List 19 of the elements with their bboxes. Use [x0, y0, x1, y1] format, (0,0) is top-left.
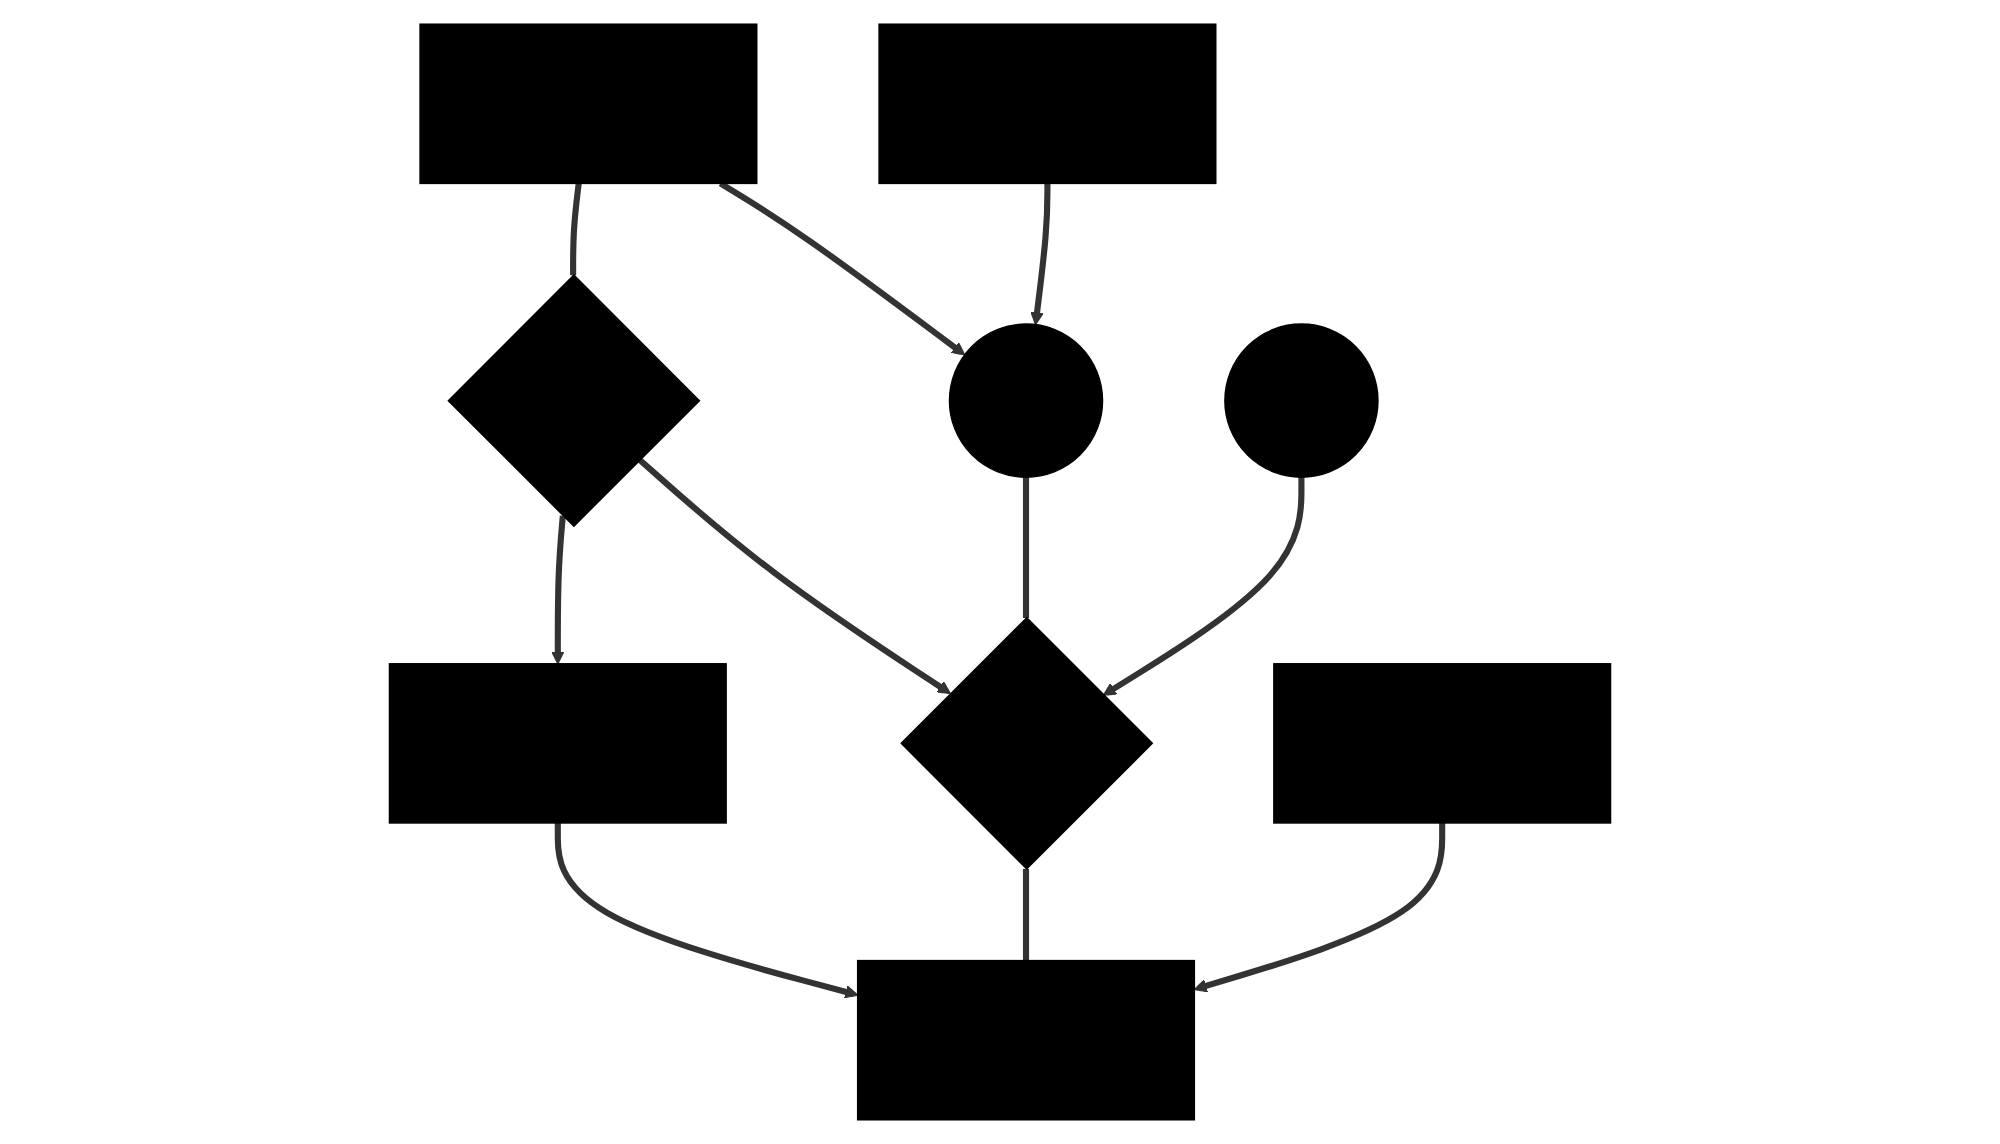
connector [1022, 868, 1030, 961]
connector [570, 183, 582, 276]
arrow [718, 180, 966, 356]
node-box [1273, 663, 1612, 824]
connector [1022, 477, 1030, 618]
arrow [1193, 822, 1446, 993]
node-box [856, 959, 1196, 1121]
node-diamond [900, 616, 1154, 870]
arrow [1030, 183, 1051, 326]
node-box [388, 663, 727, 824]
node-circle [1224, 323, 1379, 478]
node-box [419, 23, 758, 185]
arrow [1102, 477, 1305, 696]
arrow [637, 457, 951, 695]
node-circle [948, 323, 1104, 478]
arrow [554, 822, 859, 999]
node-diamond [447, 274, 701, 528]
node-box [878, 23, 1217, 185]
arrow [551, 515, 566, 665]
